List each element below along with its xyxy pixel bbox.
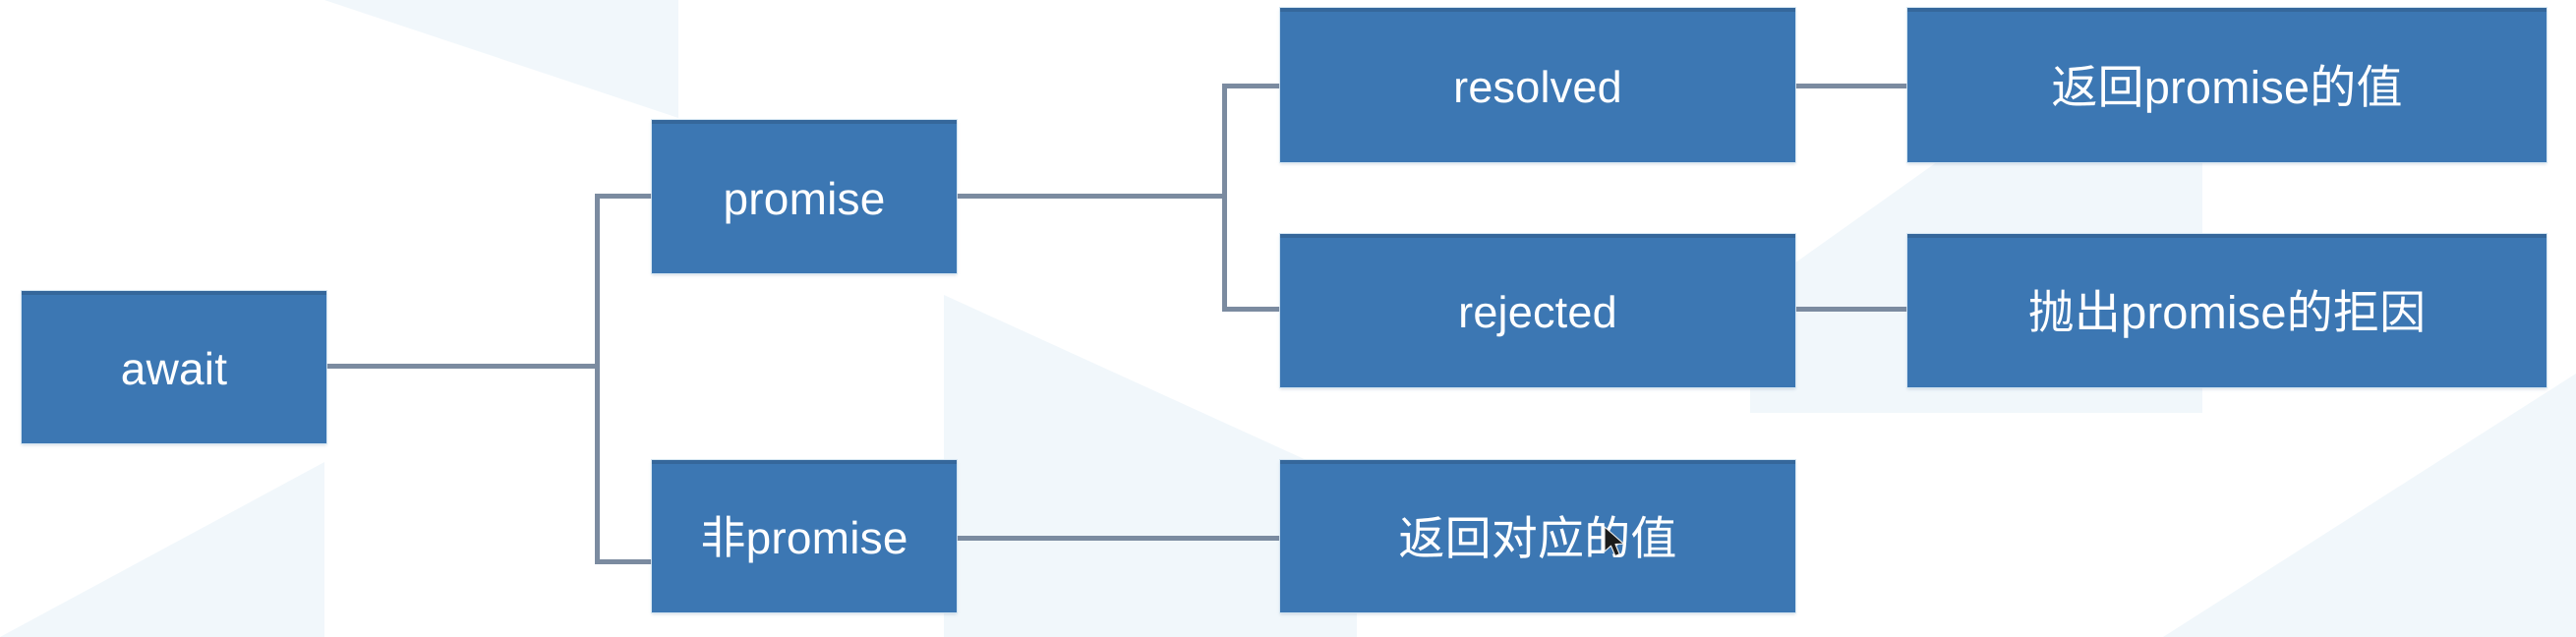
node-await[interactable]: await [22,291,326,443]
edge-promise-spine [1222,84,1227,312]
background-watermark-far-right [2163,374,2576,637]
node-resolved[interactable]: resolved [1280,8,1795,162]
node-result-rejected-label: 抛出promise的拒因 [2027,286,2427,339]
node-promise[interactable]: promise [652,120,957,273]
edge-await-to-promise [595,194,654,199]
edge-promise-to-resolved [1222,84,1283,88]
node-rejected[interactable]: rejected [1280,234,1795,387]
node-rejected-label: rejected [1458,287,1617,338]
node-result-resolved[interactable]: 返回promise的值 [1907,8,2547,162]
edge-await-stub [326,364,600,369]
node-result-non-promise[interactable]: 返回对应的值 [1280,460,1795,612]
edge-promise-to-rejected [1222,307,1283,312]
node-non-promise-label: 非promise [700,512,908,564]
node-result-non-promise-label: 返回对应的值 [1398,511,1677,564]
node-non-promise[interactable]: 非promise [652,460,957,612]
node-await-label: await [120,343,228,395]
edge-resolved-to-result [1795,84,1909,88]
background-watermark-left [0,462,324,637]
node-resolved-label: resolved [1453,61,1622,112]
node-result-rejected[interactable]: 抛出promise的拒因 [1907,234,2547,387]
edge-rejected-to-result [1795,307,1909,312]
edge-await-spine [595,194,600,563]
edge-await-to-non-promise [595,559,654,564]
node-result-resolved-label: 返回promise的值 [2051,60,2403,113]
edge-non-promise-to-result [957,536,1283,541]
background-watermark-top [324,0,678,118]
node-promise-label: promise [723,172,886,224]
edge-promise-stub [957,194,1227,199]
